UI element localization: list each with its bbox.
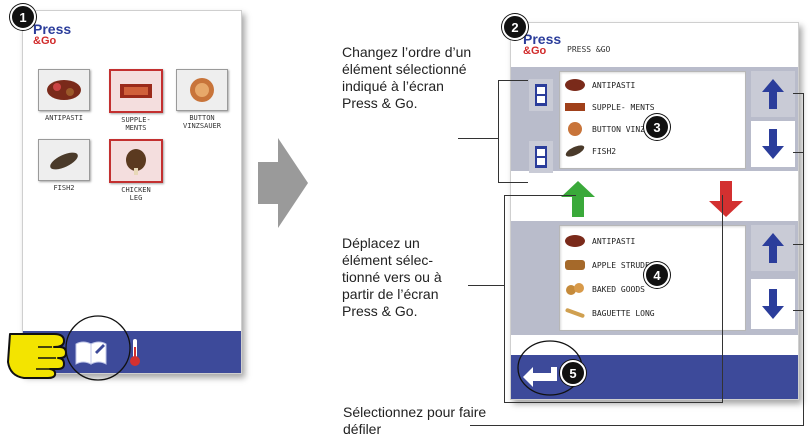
instruction-reorder: Changez l’ordre d’un élément sélectionné… bbox=[342, 44, 472, 111]
fish-icon bbox=[565, 145, 585, 157]
step-badge-2: 2 bbox=[502, 14, 528, 40]
list-item[interactable]: ANTIPASTI bbox=[564, 232, 635, 250]
callout-line bbox=[793, 93, 803, 94]
step-badge-5: 5 bbox=[560, 360, 586, 386]
list-item[interactable]: BAGUETTE LONG bbox=[564, 304, 655, 322]
callout-line bbox=[793, 310, 803, 311]
callout-line bbox=[470, 425, 804, 426]
remove-from-press-go-button[interactable] bbox=[709, 181, 743, 217]
scroll-down-bottom-button[interactable] bbox=[751, 279, 795, 329]
baked-goods-icon bbox=[566, 283, 584, 295]
arrow-down-icon bbox=[762, 129, 784, 159]
open-book-icon[interactable] bbox=[73, 338, 109, 366]
list-item[interactable]: SUPPLE- MENTS bbox=[564, 98, 655, 116]
list-item[interactable]: FISH2 bbox=[564, 142, 616, 160]
arrow-up-green-icon bbox=[561, 181, 595, 217]
return-arrow-icon[interactable] bbox=[521, 365, 561, 389]
list-item[interactable]: ANTIPASTI bbox=[564, 76, 635, 94]
bottom-toolbar-2 bbox=[511, 355, 798, 399]
product-tile-fish2[interactable]: FISH2 bbox=[35, 139, 93, 192]
product-tile-supplements[interactable]: SUPPLE- MENTS bbox=[107, 69, 165, 132]
callout-line bbox=[498, 80, 499, 183]
list-item[interactable]: APPLE STRUDEL bbox=[564, 256, 655, 274]
callout-line bbox=[504, 195, 576, 196]
screen-title: PRESS &GO bbox=[567, 45, 611, 54]
callout-line bbox=[722, 195, 723, 403]
press-go-logo: Press &Go bbox=[33, 21, 72, 47]
callout-line bbox=[498, 80, 528, 81]
callout-line bbox=[498, 182, 528, 183]
callout-line bbox=[458, 138, 498, 139]
press-go-logo-2: Press &Go bbox=[523, 31, 562, 57]
next-step-arrow bbox=[258, 138, 308, 228]
antipasti-icon bbox=[565, 235, 585, 247]
instruction-move: Déplacez un élément sélec-tionné vers ou… bbox=[342, 235, 442, 319]
scroll-up-top-button[interactable] bbox=[751, 71, 795, 117]
callout-line bbox=[504, 195, 505, 403]
callout-line bbox=[793, 152, 803, 153]
move-to-press-go-button[interactable] bbox=[561, 181, 595, 217]
list-item[interactable]: BAKED GOODS bbox=[564, 280, 645, 298]
antipasti-icon bbox=[565, 79, 585, 91]
callout-line bbox=[504, 402, 722, 403]
arrow-up-icon bbox=[762, 79, 784, 109]
arrow-down-red-icon bbox=[709, 181, 743, 217]
product-tile-chicken-leg[interactable]: CHICKEN LEG bbox=[107, 139, 165, 202]
apple-strudel-icon bbox=[565, 260, 585, 270]
callout-line bbox=[803, 93, 804, 426]
callout-line bbox=[468, 285, 504, 286]
press-go-list[interactable]: ANTIPASTI SUPPLE- MENTS BUTTON VINZSAUER… bbox=[559, 71, 746, 169]
step-badge-1: 1 bbox=[10, 4, 36, 30]
product-tile-button-vinzsauer[interactable]: BUTTON VINZSAUER bbox=[173, 69, 231, 130]
instruction-scroll: Sélectionnez pour faire défiler bbox=[343, 404, 487, 437]
thermometer-icon[interactable] bbox=[127, 337, 143, 367]
scroll-down-top-button[interactable] bbox=[751, 121, 795, 167]
callout-line bbox=[793, 244, 803, 245]
highlight-circle bbox=[65, 315, 131, 381]
button-vinzsauer-icon bbox=[568, 122, 582, 136]
pointing-hand-icon bbox=[7, 333, 67, 379]
move-up-order-button[interactable] bbox=[529, 79, 553, 111]
list-item[interactable]: BUTTON VINZSAUER bbox=[564, 120, 669, 138]
scroll-up-bottom-button[interactable] bbox=[751, 225, 795, 271]
arrow-up-icon bbox=[762, 233, 784, 263]
supplements-image bbox=[109, 69, 163, 113]
antipasti-image bbox=[38, 69, 90, 111]
press-go-edit-screen: Press &Go PRESS &GO ANTIPASTI SUPPLE- ME… bbox=[510, 22, 799, 400]
fish-image bbox=[38, 139, 90, 181]
button-vinzsauer-image bbox=[176, 69, 228, 111]
move-down-order-button[interactable] bbox=[529, 141, 553, 173]
step-badge-4: 4 bbox=[644, 262, 670, 288]
baguette-icon bbox=[565, 308, 585, 318]
arrow-down-icon bbox=[762, 289, 784, 319]
product-tile-antipasti[interactable]: ANTIPASTI bbox=[35, 69, 93, 122]
chicken-leg-image bbox=[109, 139, 163, 183]
press-go-screen-1: Press &Go ANTIPASTI SUPPLE- MENTS BUTTON… bbox=[22, 10, 242, 381]
supplements-icon bbox=[565, 103, 585, 111]
step-badge-3: 3 bbox=[644, 114, 670, 140]
